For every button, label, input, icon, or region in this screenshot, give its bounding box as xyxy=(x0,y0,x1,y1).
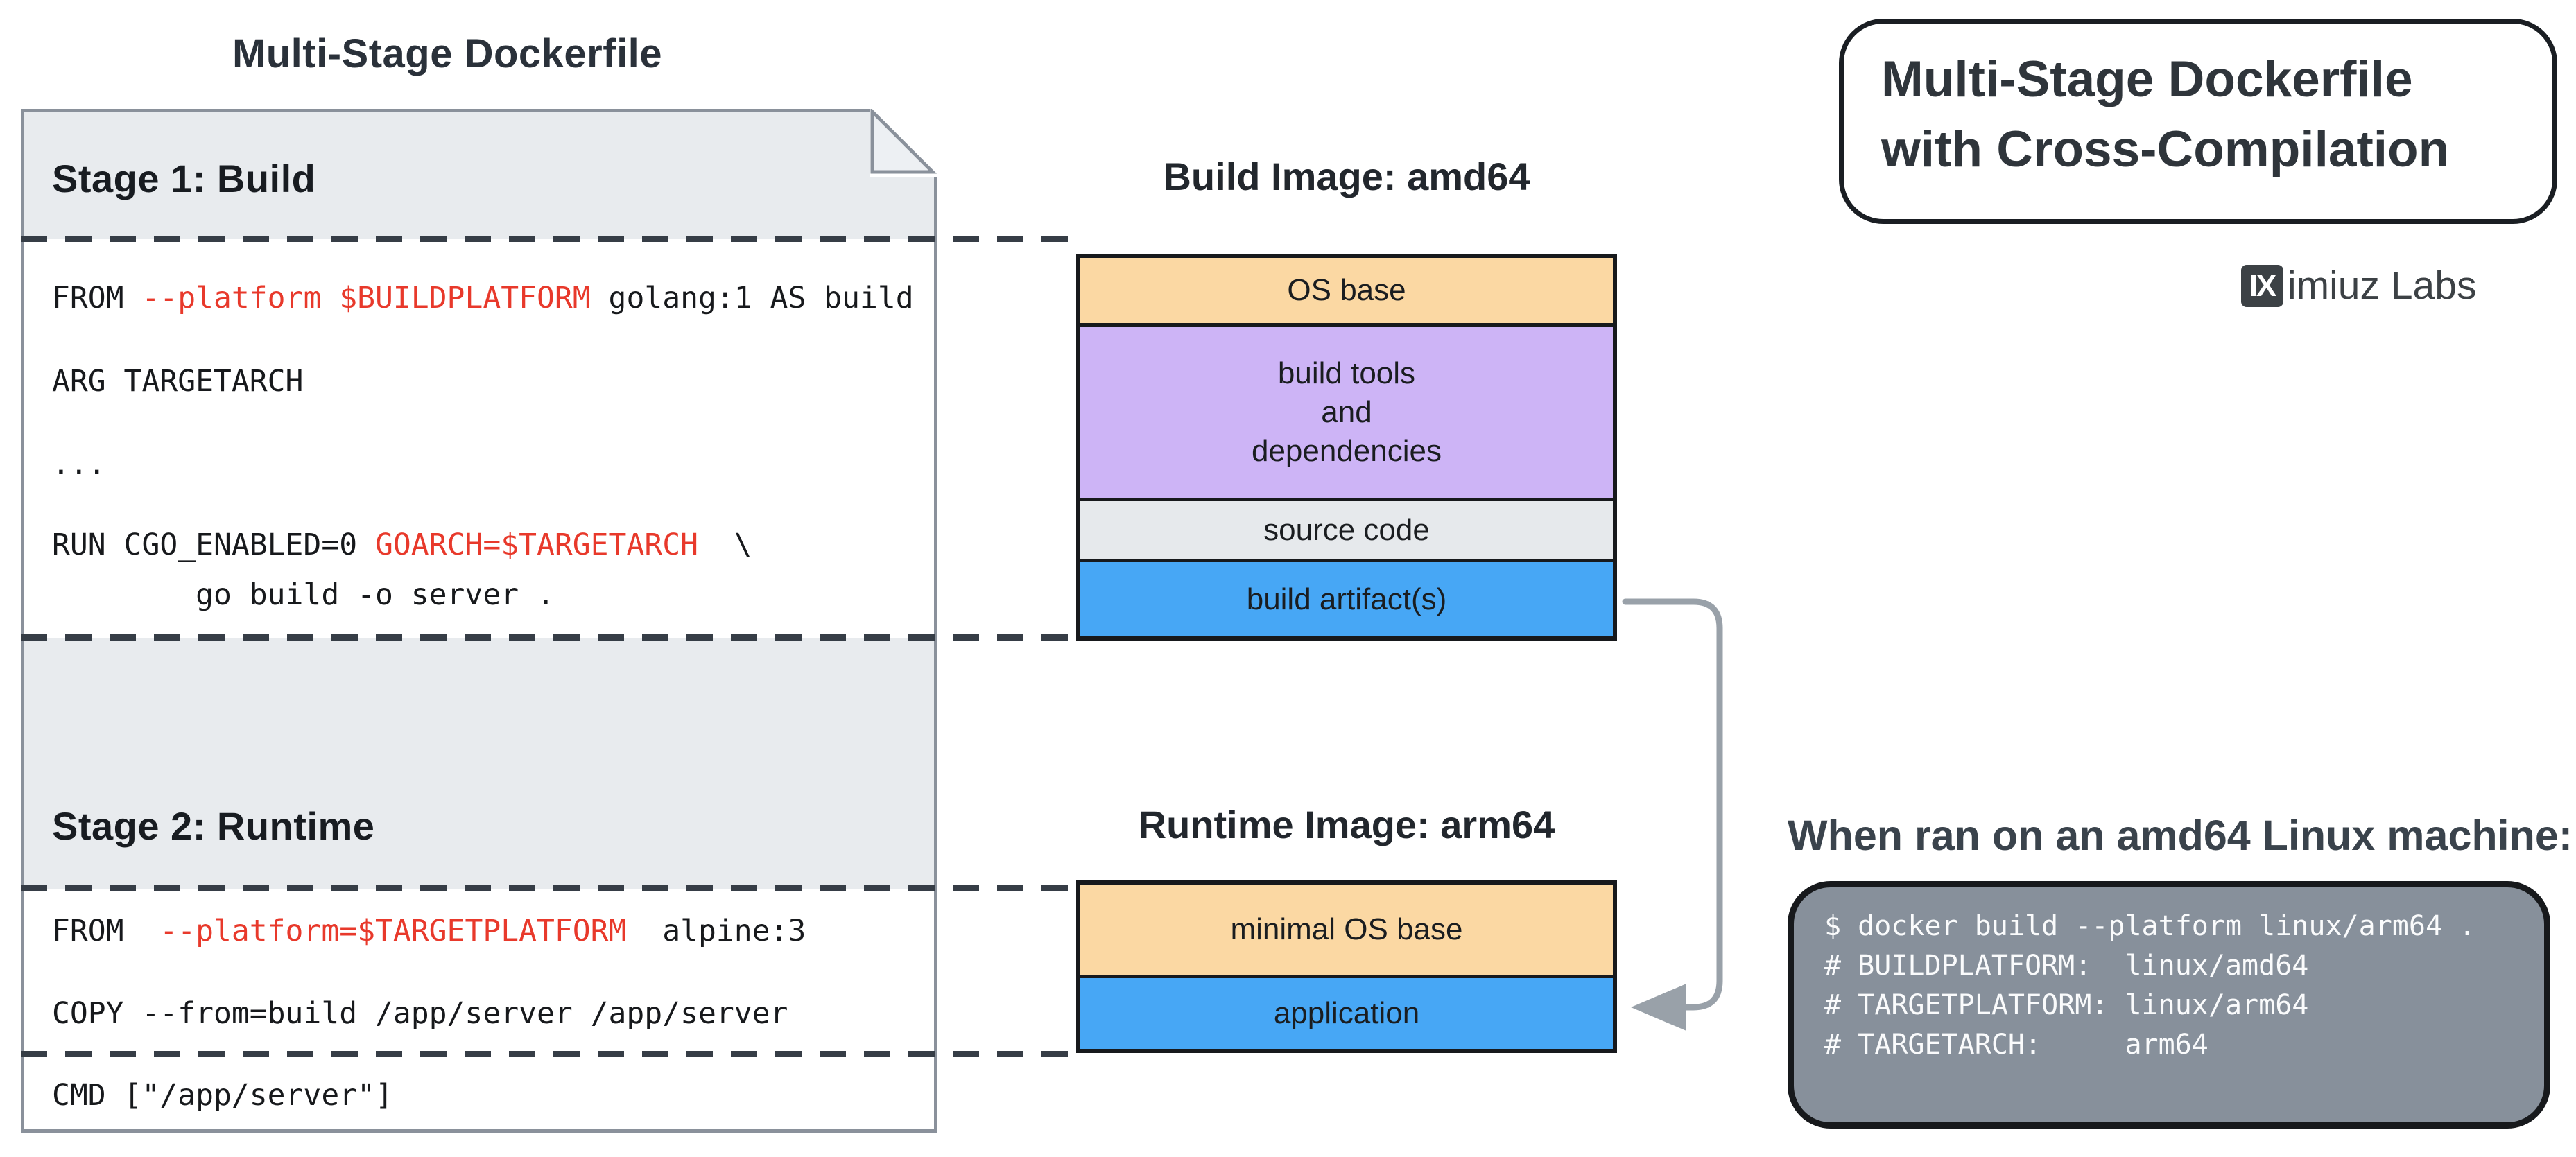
terminal-heading: When ran on an amd64 Linux machine: xyxy=(1788,812,2573,859)
title-card-text: Multi-Stage Dockerfile with Cross-Compil… xyxy=(1881,51,2450,177)
stage2-label: Stage 2: Runtime xyxy=(52,804,375,848)
runtime-image-title: Runtime Image: arm64 xyxy=(1138,803,1555,846)
page-fold-corner-icon xyxy=(870,109,937,177)
layer-os-base: OS base xyxy=(1080,258,1613,323)
code-line-arg: ARG TARGETARCH xyxy=(52,364,304,399)
code-line-ellipsis: ... xyxy=(52,447,106,482)
stage1-top-divider xyxy=(21,236,1075,242)
layer-build-tools: build tools and dependencies xyxy=(1080,323,1613,498)
layer-build-artifact: build artifact(s) xyxy=(1080,559,1613,636)
layer-application: application xyxy=(1080,975,1613,1049)
terminal-line-command: $ docker build --platform linux/arm64 . xyxy=(1824,910,2476,942)
runtime-image-stack: minimal OS base application xyxy=(1076,880,1617,1053)
code-line-run: RUN CGO_ENABLED=0 GOARCH=$TARGETARCH \ xyxy=(52,528,752,562)
dockerfile-document: Stage 1: Build Stage 2: Runtime FROM --p… xyxy=(21,109,937,1133)
code-line-from-build: FROM --platform $BUILDPLATFORM golang:1 … xyxy=(52,281,914,315)
dockerfile-page-title: Multi-Stage Dockerfile xyxy=(232,31,663,76)
code-line-from-runtime: FROM --platform=$TARGETPLATFORM alpine:3 xyxy=(52,914,806,948)
brand-badge-icon: IX xyxy=(2241,265,2283,307)
terminal-line-targetarch: # TARGETARCH: arm64 xyxy=(1824,1029,2208,1061)
layer-source-code: source code xyxy=(1080,498,1613,559)
terminal-line-buildplatform: # BUILDPLATFORM: linux/amd64 xyxy=(1824,950,2309,982)
code-line-cmd: CMD ["/app/server"] xyxy=(52,1078,393,1113)
stage1-bottom-divider xyxy=(21,634,1075,641)
terminal-window: $ docker build --platform linux/arm64 . … xyxy=(1788,881,2550,1129)
stage1-label: Stage 1: Build xyxy=(52,157,316,200)
build-image-title: Build Image: amd64 xyxy=(1163,155,1530,198)
stage1-band xyxy=(24,112,934,239)
code-line-copy: COPY --from=build /app/server /app/serve… xyxy=(52,996,788,1031)
build-image-stack: OS base build tools and dependencies sou… xyxy=(1076,254,1617,641)
stage2-bottom-divider xyxy=(21,1051,1075,1057)
artifact-copy-arrow-icon xyxy=(1622,598,1723,1031)
title-card: Multi-Stage Dockerfile with Cross-Compil… xyxy=(1839,19,2557,224)
stage2-band xyxy=(24,638,934,889)
code-line-go-build: go build -o server . xyxy=(52,577,555,612)
terminal-line-targetplatform: # TARGETPLATFORM: linux/arm64 xyxy=(1824,989,2309,1021)
stage2-top-divider xyxy=(21,885,1075,891)
layer-minimal-os-base: minimal OS base xyxy=(1080,885,1613,975)
brand-name: imiuz Labs xyxy=(2288,263,2477,308)
brand-logo: IX imiuz Labs xyxy=(2241,265,2476,307)
